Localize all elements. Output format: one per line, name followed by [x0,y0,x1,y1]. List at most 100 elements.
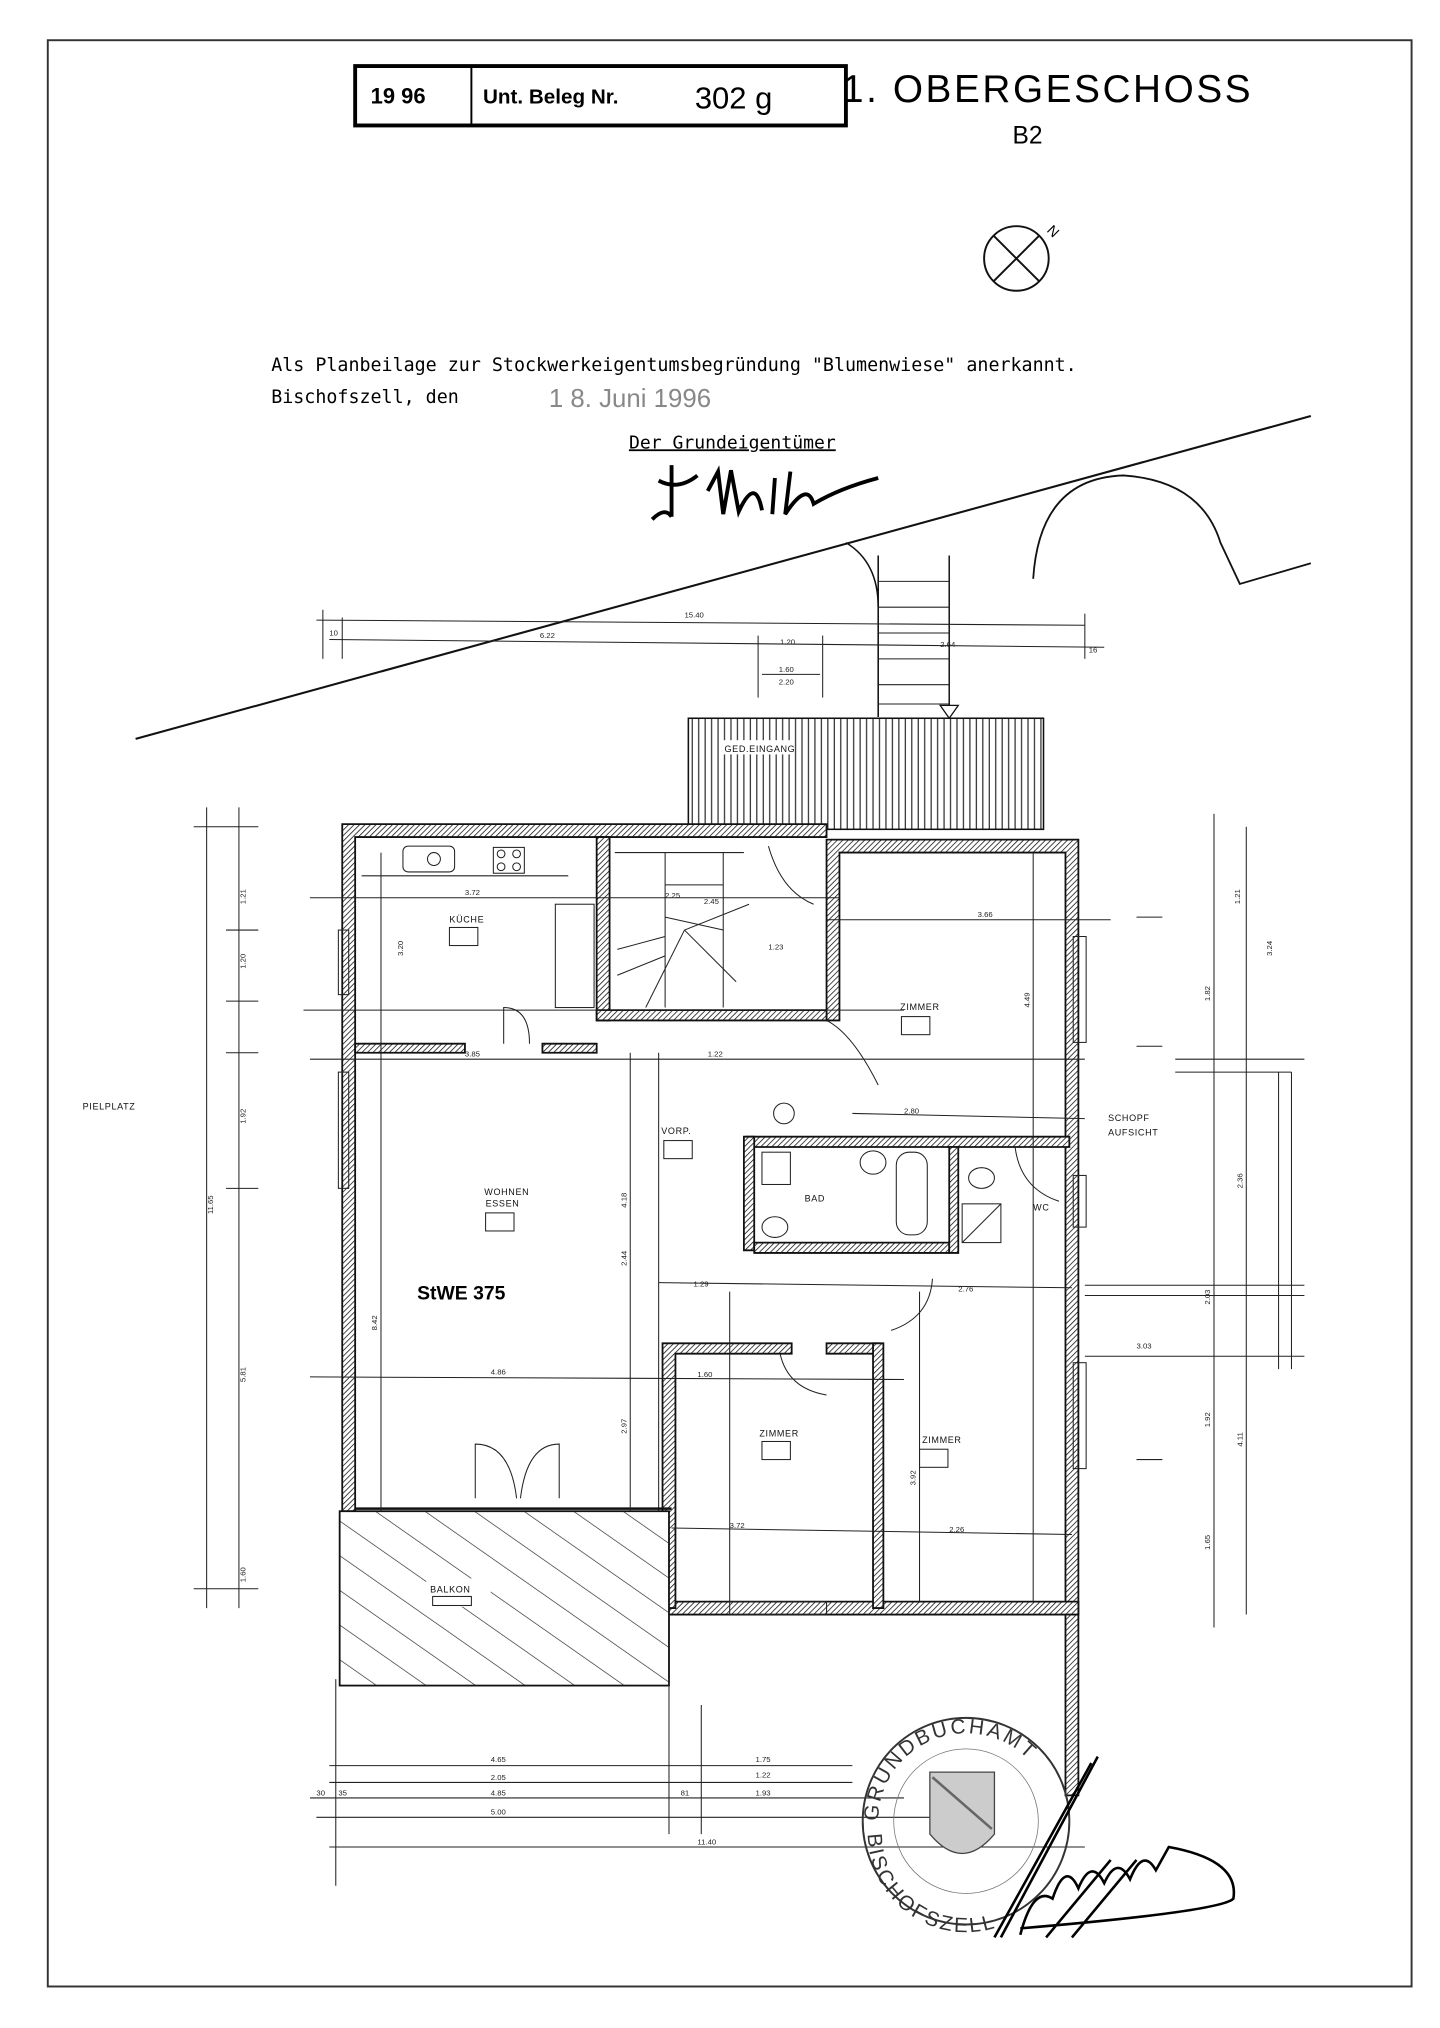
year-label: 19 96 [371,84,426,109]
shed-label-2: AUFSICHT [1108,1127,1158,1137]
svg-text:3.20: 3.20 [396,941,405,956]
shed-label-1: SCHOPF [1108,1113,1150,1123]
room-labels: KÜCHE ZIMMER VORP. WOHNEN ESSEN StWE 375… [417,914,1049,1468]
bottom-dimensions: 4.65 2.05 4.85 1.75 1.22 1.93 5.00 11.40… [309,1679,1085,1886]
building-label: B2 [1013,123,1043,150]
svg-text:16: 16 [1089,645,1098,654]
owner-signature [650,465,879,521]
svg-text:1.21: 1.21 [238,889,247,904]
svg-text:2.20: 2.20 [779,678,794,687]
svg-text:10: 10 [329,629,338,638]
document-number-box: 19 96 Unt. Beleg Nr. 302 g [353,64,848,128]
svg-text:4.86: 4.86 [491,1367,506,1376]
svg-text:2.80: 2.80 [904,1106,919,1115]
room-right-label: ZIMMER [922,1435,962,1445]
svg-text:2.26: 2.26 [949,1525,964,1534]
svg-text:2.03: 2.03 [1203,1290,1212,1305]
svg-text:6.22: 6.22 [540,631,555,640]
interior-dimensions: 3.72 3.20 3.85 2.45 1.22 3.66 4.49 2.80 … [303,852,1111,1602]
room-top-label: ZIMMER [900,1002,940,1012]
svg-text:2.05: 2.05 [491,1773,506,1782]
bathroom-fixtures [761,1102,1002,1244]
bath-label: BAD [805,1193,826,1203]
svg-text:30: 30 [316,1788,325,1797]
svg-text:2.45: 2.45 [704,897,719,906]
svg-text:3.85: 3.85 [465,1050,480,1059]
svg-text:1.60: 1.60 [238,1567,247,1582]
svg-text:81: 81 [681,1788,690,1797]
document-label: Unt. Beleg Nr. [483,86,618,109]
svg-text:1.20: 1.20 [780,638,795,647]
living-label-2: ESSEN [486,1198,520,1208]
svg-text:1.60: 1.60 [779,665,794,674]
page-border [46,39,1413,1988]
svg-text:2.36: 2.36 [1235,1173,1244,1188]
svg-text:5.00: 5.00 [491,1808,506,1817]
svg-text:1.29: 1.29 [694,1280,709,1289]
svg-text:1.92: 1.92 [1203,1412,1212,1427]
garden-arch [1032,474,1312,586]
wc-label: WC [1033,1202,1049,1212]
svg-text:3.72: 3.72 [730,1521,745,1530]
svg-text:8.42: 8.42 [370,1315,379,1330]
svg-text:2.76: 2.76 [958,1285,973,1294]
balcony-label: BALKON [430,1585,471,1595]
svg-text:4.11: 4.11 [1235,1432,1244,1446]
entrance-canopy [687,717,1045,831]
playground-label: PIELPLATZ [83,1102,136,1112]
land-registry-seal: GRUNDBUCHAMT BISCHOFSZELL [860,1715,1071,1937]
svg-text:1.93: 1.93 [756,1788,771,1797]
svg-text:1.60: 1.60 [697,1370,712,1379]
svg-text:2.25: 2.25 [665,891,680,900]
room-mid-label: ZIMMER [759,1428,799,1438]
kitchen-fixtures [361,845,595,1009]
unit-label: StWE 375 [417,1282,505,1304]
place-text: Bischofszell, den [271,387,459,408]
svg-text:4.18: 4.18 [619,1193,628,1208]
svg-text:1.21: 1.21 [1233,889,1242,904]
certification-text: Als Planbeilage zur Stockwerkeigentumsbe… [271,355,1077,376]
svg-text:1.82: 1.82 [1203,986,1212,1001]
svg-text:1.65: 1.65 [1203,1535,1212,1550]
svg-text:1.22: 1.22 [708,1050,723,1059]
svg-text:1.92: 1.92 [238,1109,247,1124]
svg-text:3.92: 3.92 [909,1470,918,1485]
svg-text:3.72: 3.72 [465,888,480,897]
internal-staircase [614,852,750,1008]
floor-title: 1. OBERGESCHOSS [842,68,1253,111]
coat-of-arms-icon [929,1771,996,1855]
top-dimensions: 15.40 6.22 1.20 2.64 1.60 2.20 10 16 [316,609,1105,698]
svg-text:2.44: 2.44 [619,1250,628,1266]
svg-text:1.75: 1.75 [756,1755,771,1764]
svg-text:2.97: 2.97 [619,1419,628,1434]
right-dimensions: 1.21 3.24 1.82 2.36 2.03 3.03 1.92 4.11 … [1084,813,1305,1628]
left-dimensions: 1.21 1.20 1.92 11.65 5.81 1.60 [193,807,259,1609]
entrance-label: GED.EINGANG [725,744,796,754]
svg-text:11.40: 11.40 [697,1837,716,1846]
svg-text:1.23: 1.23 [768,942,783,951]
north-arrow-icon: N [983,222,1062,292]
svg-text:3.24: 3.24 [1265,940,1274,956]
signatory-label: Der Grundeigentümer [629,432,836,453]
svg-text:3.66: 3.66 [978,910,993,919]
svg-text:2.64: 2.64 [940,640,956,649]
svg-text:11.65: 11.65 [206,1195,215,1214]
property-line [135,415,1312,740]
svg-text:4.49: 4.49 [1022,992,1031,1007]
living-label-1: WOHNEN [484,1187,529,1197]
svg-text:1.22: 1.22 [756,1770,771,1779]
svg-text:4.85: 4.85 [491,1788,506,1797]
windows [337,929,1087,1616]
date-stamp: 1 8. Juni 1996 [549,385,711,413]
svg-text:1.20: 1.20 [238,954,247,969]
exterior-stairs [877,555,960,720]
svg-text:3.03: 3.03 [1137,1341,1152,1350]
svg-text:N: N [1043,222,1062,241]
svg-text:35: 35 [338,1788,347,1797]
document-number: 302 g [695,81,773,116]
svg-text:4.65: 4.65 [491,1755,506,1764]
official-signature [993,1755,1236,1939]
svg-text:15.40: 15.40 [684,611,703,620]
hall-label: VORP. [661,1126,691,1136]
